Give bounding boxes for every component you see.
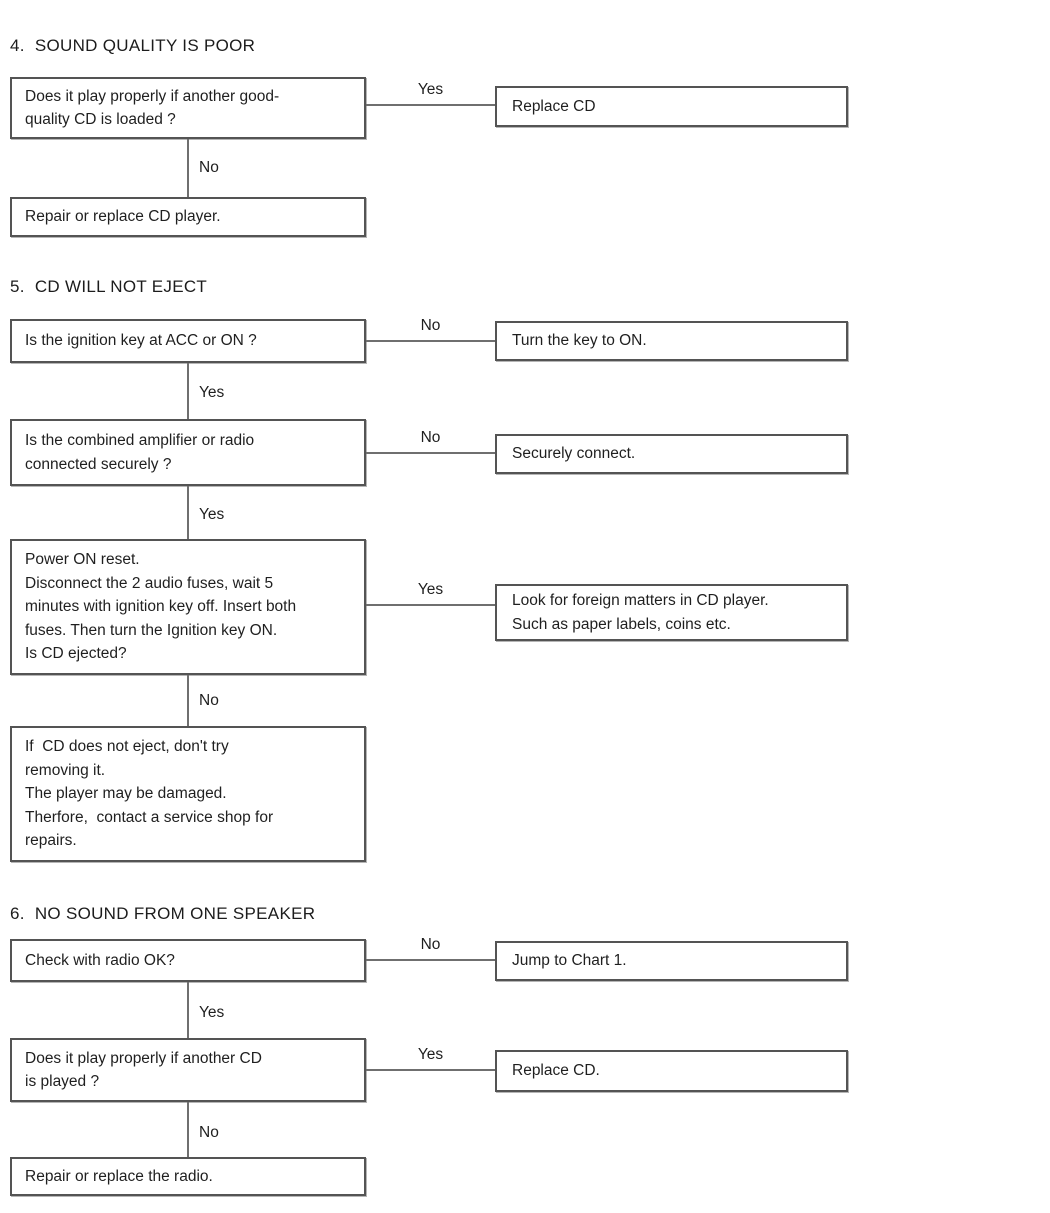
section-6-branch-2-connector [366,1069,495,1071]
section-4-down-connector [187,139,189,198]
section-5-down-3-label: No [199,692,219,709]
section-5-branch-2-connector [366,452,495,454]
section-4-branch-connector [366,104,495,106]
section-5-down-2-connector [187,486,189,539]
section-5-question-3-box: Power ON reset. Disconnect the 2 audio f… [10,539,366,675]
section-6-down-1-connector [187,982,189,1038]
section-5-question-1-box: Is the ignition key at ACC or ON ? [10,319,366,363]
section-6-branch-1-result-box: Jump to Chart 1. [495,941,848,981]
section-5-branch-1-connector [366,340,495,342]
section-6-down-2-connector [187,1102,189,1157]
section-5-branch-2-label: No [420,429,441,446]
section-6-down-1-label: Yes [199,1004,225,1021]
section-5-title: 5. CD WILL NOT EJECT [10,277,208,296]
section-4-branch-label: Yes [417,81,444,98]
section-5-branch-2-result-box: Securely connect. [495,434,848,474]
section-5-branch-3-connector [366,604,495,606]
section-4-terminal-box: Repair or replace CD player. [10,197,366,237]
section-4-question-box: Does it play properly if another good- q… [10,77,366,139]
section-4-title: 4. SOUND QUALITY IS POOR [10,36,256,55]
section-5-down-3-connector [187,675,189,726]
section-6-terminal-box: Repair or replace the radio. [10,1157,366,1196]
section-5-terminal-box: If CD does not eject, don't try removing… [10,726,366,862]
section-5-branch-1-result-box: Turn the key to ON. [495,321,848,361]
section-4-down-label: No [199,159,219,176]
section-5-branch-3-result-box: Look for foreign matters in CD player. S… [495,584,848,641]
section-5-question-2-box: Is the combined amplifier or radio conne… [10,419,366,486]
section-6-branch-1-connector [366,959,495,961]
section-5-down-1-label: Yes [199,384,225,401]
section-5-down-1-connector [187,363,189,419]
section-5-branch-1-label: No [420,317,441,334]
section-5-down-2-label: Yes [199,506,225,523]
section-4-branch-result-box: Replace CD [495,86,848,127]
section-6-question-1-box: Check with radio OK? [10,939,366,982]
section-6-title: 6. NO SOUND FROM ONE SPEAKER [10,904,316,923]
section-6-branch-1-label: No [420,936,441,953]
section-6-down-2-label: No [199,1124,219,1141]
section-6-question-2-box: Does it play properly if another CD is p… [10,1038,366,1102]
section-5-branch-3-label: Yes [417,581,444,598]
section-6-branch-2-label: Yes [417,1046,444,1063]
section-6-branch-2-result-box: Replace CD. [495,1050,848,1092]
